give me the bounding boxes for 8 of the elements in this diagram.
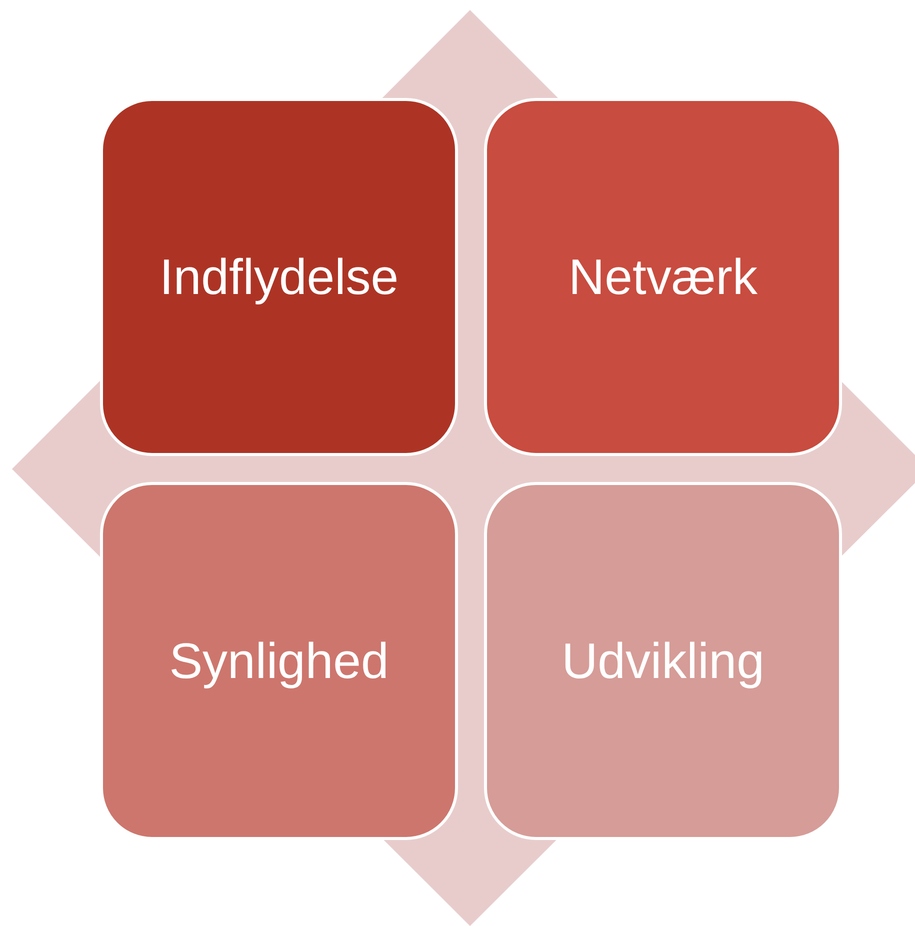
rounded-square <box>484 482 842 840</box>
rounded-square <box>100 98 458 456</box>
quadrant-label: Indflydelse <box>159 248 399 306</box>
quadrant-label: Netværk <box>568 248 758 306</box>
quadrant-label: Udvikling <box>562 632 764 690</box>
rounded-square <box>484 98 842 456</box>
rounded-square <box>100 482 458 840</box>
quadrant-label: Synlighed <box>169 632 389 690</box>
